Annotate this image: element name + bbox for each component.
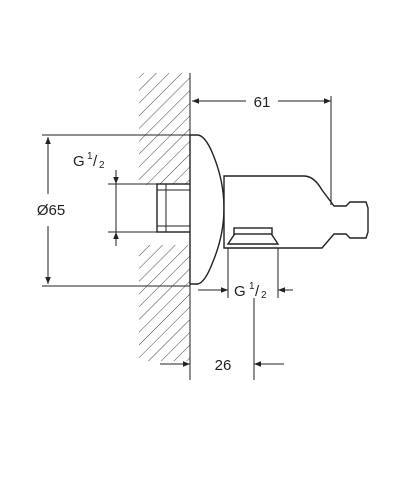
dimension-diameter: Ø65: [37, 134, 190, 287]
thread-bottom-base: G: [234, 283, 246, 300]
diameter-label: Ø65: [37, 202, 65, 219]
width-label: 61: [254, 94, 271, 111]
wall-connector: [156, 183, 193, 233]
wall-flange: [189, 134, 225, 285]
thread-left-denominator: 2: [99, 160, 105, 171]
dimension-offset: 26: [160, 298, 284, 380]
thread-bottom-numerator: 1: [249, 281, 255, 292]
thread-left-slash: /: [93, 153, 98, 170]
dimension-width: 61: [192, 94, 332, 205]
thread-bottom-slash: /: [255, 283, 260, 300]
wall-section: [139, 73, 191, 361]
offset-label: 26: [215, 357, 232, 374]
thread-bottom-denominator: 2: [261, 290, 267, 301]
thread-left-numerator: 1: [87, 151, 93, 162]
dimension-thread-bottom: G 1 / 2: [198, 248, 293, 301]
outlet-thread: [226, 227, 280, 245]
dimension-thread-left: G 1 / 2: [73, 151, 157, 246]
thread-left-base: G: [73, 153, 85, 170]
